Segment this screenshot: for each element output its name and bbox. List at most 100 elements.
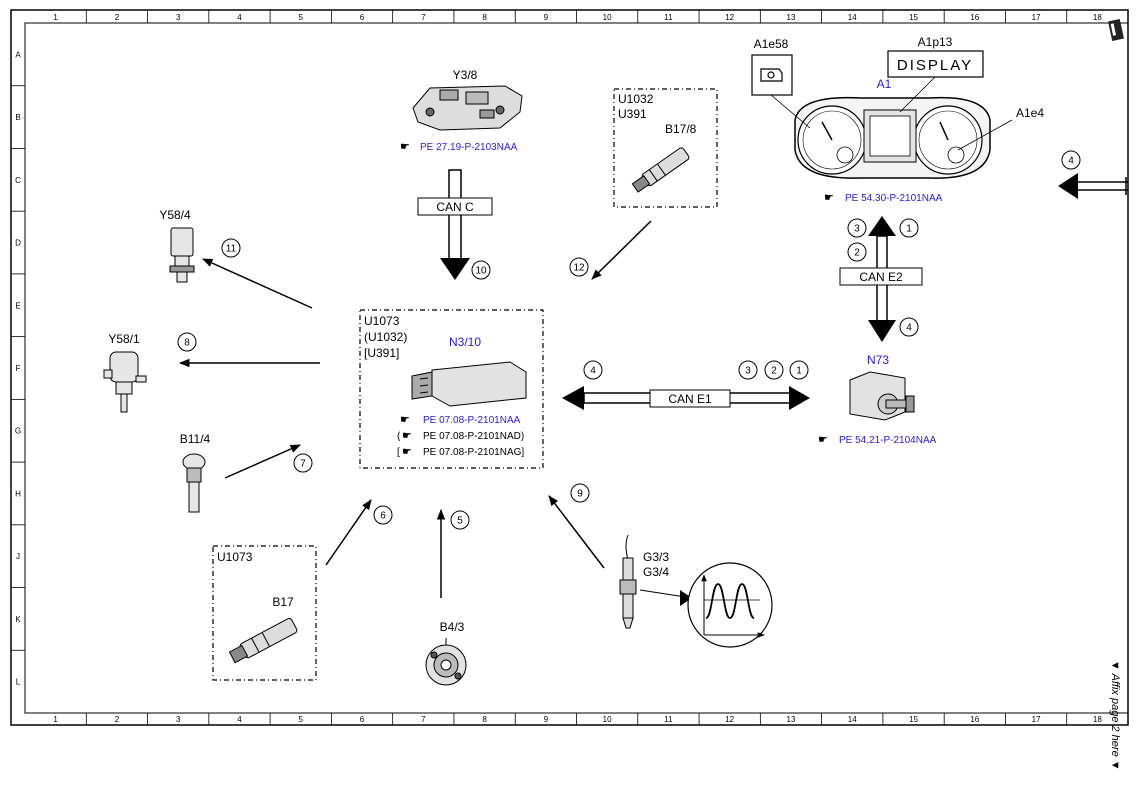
affix-page-note: ▼ Affix page 2 here ▼ [1109,660,1121,771]
grid-column-label: 1 [53,13,58,22]
signal-marker-1: 1 [789,360,809,380]
offpage-arrow [1058,173,1128,199]
can-e1-label: CAN E1 [668,392,712,406]
y3-8-ref-link[interactable]: ☛ PE 27.19-P-2103NAA [400,141,518,153]
grid-column-label: 15 [909,715,918,724]
signal-marker-8: 8 [177,332,197,352]
waveform-magnifier [687,562,773,648]
b11-4-component: B11/4 [180,432,211,513]
marker-number: 2 [854,248,860,259]
n73-ref: PE 54.21-P-2104NAA [839,435,937,446]
grid-column-label: 12 [725,13,734,22]
pressure-sensor-icon [425,638,467,686]
grid-column-label: 13 [787,13,796,22]
marker-circle [583,360,603,380]
instrument-cluster: A1e58 A1p13 DISPLAY A1 A1e4 ☛ PE 54.30-P… [751,35,1044,204]
arrow-11 [202,258,313,309]
grid-column-label: 17 [1032,715,1041,724]
grid-column-label: 16 [970,13,979,22]
signal-marker-3: 3 [847,218,867,238]
can-e2-bus: CAN E2 [839,216,923,342]
n73-ref-link[interactable]: ☛ PE 54.21-P-2104NAA [818,434,937,446]
ecu-box: U1073 (U1032) [U391] N3/10 ☛ PE 07.08-P-… [359,309,544,469]
grid-column-label: 6 [360,13,365,22]
ignition-switch-icon [849,371,915,421]
a1p13-label: A1p13 [918,35,953,49]
marker-circle [221,238,241,258]
grid-column-label: 7 [421,715,426,724]
signal-marker-1: 1 [899,218,919,238]
can-e1-bus: CAN E1 [562,386,810,410]
grid-row-label: G [15,427,21,436]
marker-circle [738,360,758,380]
can-c-label: CAN C [436,200,474,214]
grid-column-label: 1 [53,715,58,724]
g3-line1: G3/3 [643,550,669,564]
signal-marker-2: 2 [847,242,867,262]
grid-column-label: 14 [848,715,857,724]
hand-pointer-icon: ☛ [400,141,410,153]
grid-column-label: 9 [544,13,549,22]
u1032-box: U1032 U391 B17/8 [613,88,718,208]
arrow-6 [325,499,372,566]
marker-number: 8 [184,338,190,349]
ecu-ref1: PE 07.08-P-2101NAA [423,415,521,426]
grid-column-label: 4 [237,715,242,724]
grid-row-label: E [15,301,20,310]
y58-4-label: Y58/4 [159,208,191,222]
grid-column-label: 7 [421,13,426,22]
grid-column-label: 18 [1093,13,1102,22]
arrow-9 [548,495,605,569]
marker-number: 3 [854,224,860,235]
display-box [887,50,984,78]
ecu-ref3-link[interactable]: [ ☛ PE 07.08-P-2101NAG] [397,446,524,458]
oxygen-sensor-icon [619,534,637,629]
marker-circle [847,218,867,238]
marker-number: 4 [1068,156,1074,167]
signal-marker-10: 10 [471,260,491,280]
coolant-sensor-icon [182,453,206,513]
signal-marker-11: 11 [221,238,241,258]
signal-marker-2: 2 [764,360,784,380]
hand-pointer-icon: ☛ [402,430,412,442]
instrument-ref-link[interactable]: ☛ PE 54.30-P-2101NAA [824,192,943,204]
marker-circle [450,510,470,530]
grid-row-label: B [15,113,20,122]
marker-circle [1061,150,1081,170]
grid-column-label: 5 [299,715,304,724]
marker-number: 9 [577,489,583,500]
b11-4-label: B11/4 [180,432,211,446]
grid-row-label: A [15,50,21,59]
ecu-ref1-link[interactable]: ☛ PE 07.08-P-2101NAA [400,414,521,426]
grid-column-label: 3 [176,13,181,22]
marker-number: 1 [796,366,802,377]
cluster-housing-icon [794,96,991,179]
grid-column-label: 2 [115,715,120,724]
grid-column-label: 13 [787,715,796,724]
y58-1-label: Y58/1 [108,332,140,346]
signal-marker-9: 9 [570,483,590,503]
ecu-ref2-prefix: ( [397,431,401,442]
ecu-name: N3/10 [449,335,481,349]
grid-column-label: 2 [115,13,120,22]
grid-column-label: 16 [970,715,979,724]
arrow-12 [591,220,652,280]
y58-1-component: Y58/1 [103,332,147,413]
marker-circle [847,242,867,262]
grid-column-label: 3 [176,715,181,724]
marker-circle [570,483,590,503]
b4-3-label: B4/3 [440,620,465,634]
b17-label: B17 [272,595,294,609]
grid-column-label: 10 [603,715,612,724]
grid-row-label: L [16,678,21,687]
purge-valve-icon [103,351,147,413]
valve-body-icon [412,85,523,131]
grid-column-label: 11 [664,13,673,22]
a1-label: A1 [877,77,892,91]
grid-row-label: H [15,489,21,498]
can-c-bus: CAN C [417,169,493,280]
signal-marker-3: 3 [738,360,758,380]
ecu-ref2-link[interactable]: ( ☛ PE 07.08-P-2101NAD) [397,430,524,442]
